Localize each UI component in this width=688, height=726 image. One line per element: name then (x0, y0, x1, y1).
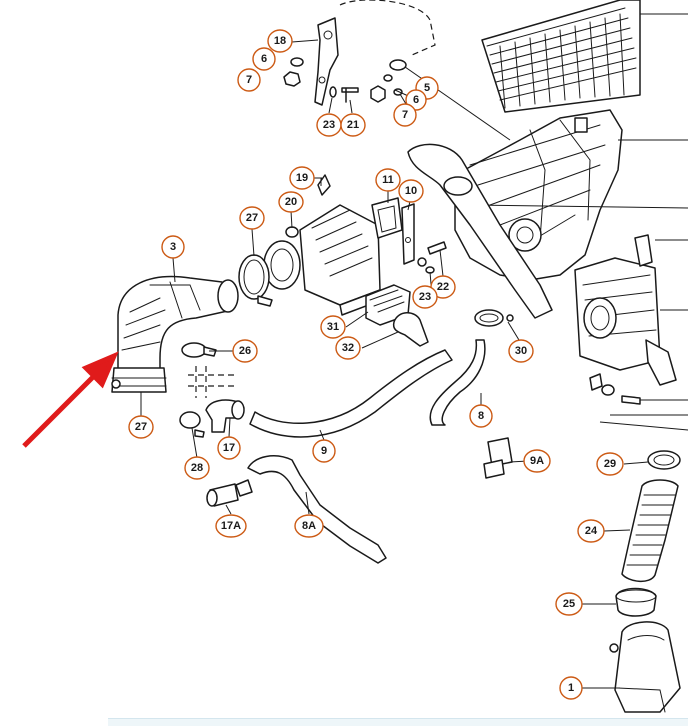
vacuum-pipe-dashed (188, 366, 236, 398)
bottom-panel-edge (108, 718, 688, 726)
callout-17: 17 (217, 436, 241, 460)
svg-text:3: 3 (170, 241, 176, 253)
clamp-26 (181, 342, 217, 358)
corrugated-hose-24 (621, 479, 679, 582)
svg-text:24: 24 (585, 525, 598, 537)
screws-right (589, 373, 688, 431)
mounting-bracket (291, 0, 436, 106)
hose-9 (249, 349, 453, 438)
callout-7: 7 (393, 103, 417, 127)
intake-snorkel (394, 59, 553, 319)
valve-9a (483, 437, 513, 479)
callout-20: 20 (278, 191, 304, 213)
ring-25 (615, 587, 657, 617)
callout-31: 31 (320, 315, 346, 339)
connector-17a (206, 479, 253, 507)
svg-text:18: 18 (274, 35, 286, 47)
callout-23: 23 (316, 113, 342, 137)
throttle-body (574, 234, 688, 386)
svg-text:9: 9 (321, 445, 327, 457)
callout-21: 21 (340, 113, 366, 137)
svg-text:17: 17 (223, 442, 235, 454)
hose-8a (247, 455, 387, 564)
washers-and-nuts-top (283, 57, 407, 103)
svg-text:7: 7 (246, 74, 252, 86)
svg-text:27: 27 (246, 212, 258, 224)
callout-10: 10 (398, 179, 424, 203)
svg-text:9A: 9A (530, 455, 544, 467)
svg-text:25: 25 (563, 598, 575, 610)
clamp-28 (179, 411, 205, 438)
callout-32: 32 (335, 336, 361, 360)
hose-elbow-17 (205, 399, 245, 433)
callout-9: 9 (312, 439, 336, 463)
svg-text:22: 22 (437, 281, 449, 293)
svg-text:20: 20 (285, 196, 297, 208)
svg-text:11: 11 (382, 174, 394, 186)
callout-27: 27 (239, 206, 265, 230)
callout-7: 7 (237, 68, 261, 92)
red-pointer-arrow (22, 351, 119, 448)
callout-28: 28 (184, 456, 210, 480)
svg-text:27: 27 (135, 421, 147, 433)
callout-11: 11 (375, 168, 401, 192)
svg-text:21: 21 (347, 119, 359, 131)
svg-text:26: 26 (239, 345, 251, 357)
callout-8a: 8A (294, 514, 324, 538)
callout-17a: 17A (215, 514, 247, 538)
svg-text:31: 31 (327, 321, 339, 333)
svg-text:28: 28 (191, 462, 203, 474)
svg-text:29: 29 (604, 458, 616, 470)
intake-elbow-boot (111, 275, 239, 393)
callout-27: 27 (128, 415, 154, 439)
callout-9a: 9A (523, 449, 551, 473)
svg-text:1: 1 (568, 682, 574, 694)
svg-text:30: 30 (515, 345, 527, 357)
rubber-boot (392, 312, 429, 347)
air-shroud-1 (609, 621, 681, 713)
callout-26: 26 (232, 339, 258, 363)
clamp-30 (474, 309, 514, 327)
clamp-29 (647, 450, 681, 470)
callout-23: 23 (412, 285, 438, 309)
svg-text:23: 23 (323, 119, 335, 131)
callout-18: 18 (267, 29, 293, 53)
svg-text:7: 7 (402, 109, 408, 121)
svg-text:5: 5 (424, 82, 430, 94)
svg-text:19: 19 (296, 172, 308, 184)
callout-25: 25 (555, 592, 583, 616)
callout-24: 24 (577, 519, 605, 543)
gasket-and-bracket (371, 197, 447, 274)
svg-text:6: 6 (261, 53, 267, 65)
svg-text:6: 6 (413, 94, 419, 106)
callout-6: 6 (252, 47, 276, 71)
callout-3: 3 (161, 235, 185, 259)
svg-text:8: 8 (478, 410, 484, 422)
svg-text:23: 23 (419, 291, 431, 303)
air-filter-element (481, 0, 688, 113)
svg-text:8A: 8A (302, 520, 316, 532)
callout-29: 29 (596, 452, 624, 476)
callout-30: 30 (508, 339, 534, 363)
svg-text:32: 32 (342, 342, 354, 354)
callout-8: 8 (469, 404, 493, 428)
hose-8 (429, 339, 486, 426)
svg-text:17A: 17A (221, 520, 241, 532)
callout-1: 1 (559, 676, 583, 700)
callout-19: 19 (289, 166, 315, 190)
svg-text:10: 10 (405, 185, 417, 197)
